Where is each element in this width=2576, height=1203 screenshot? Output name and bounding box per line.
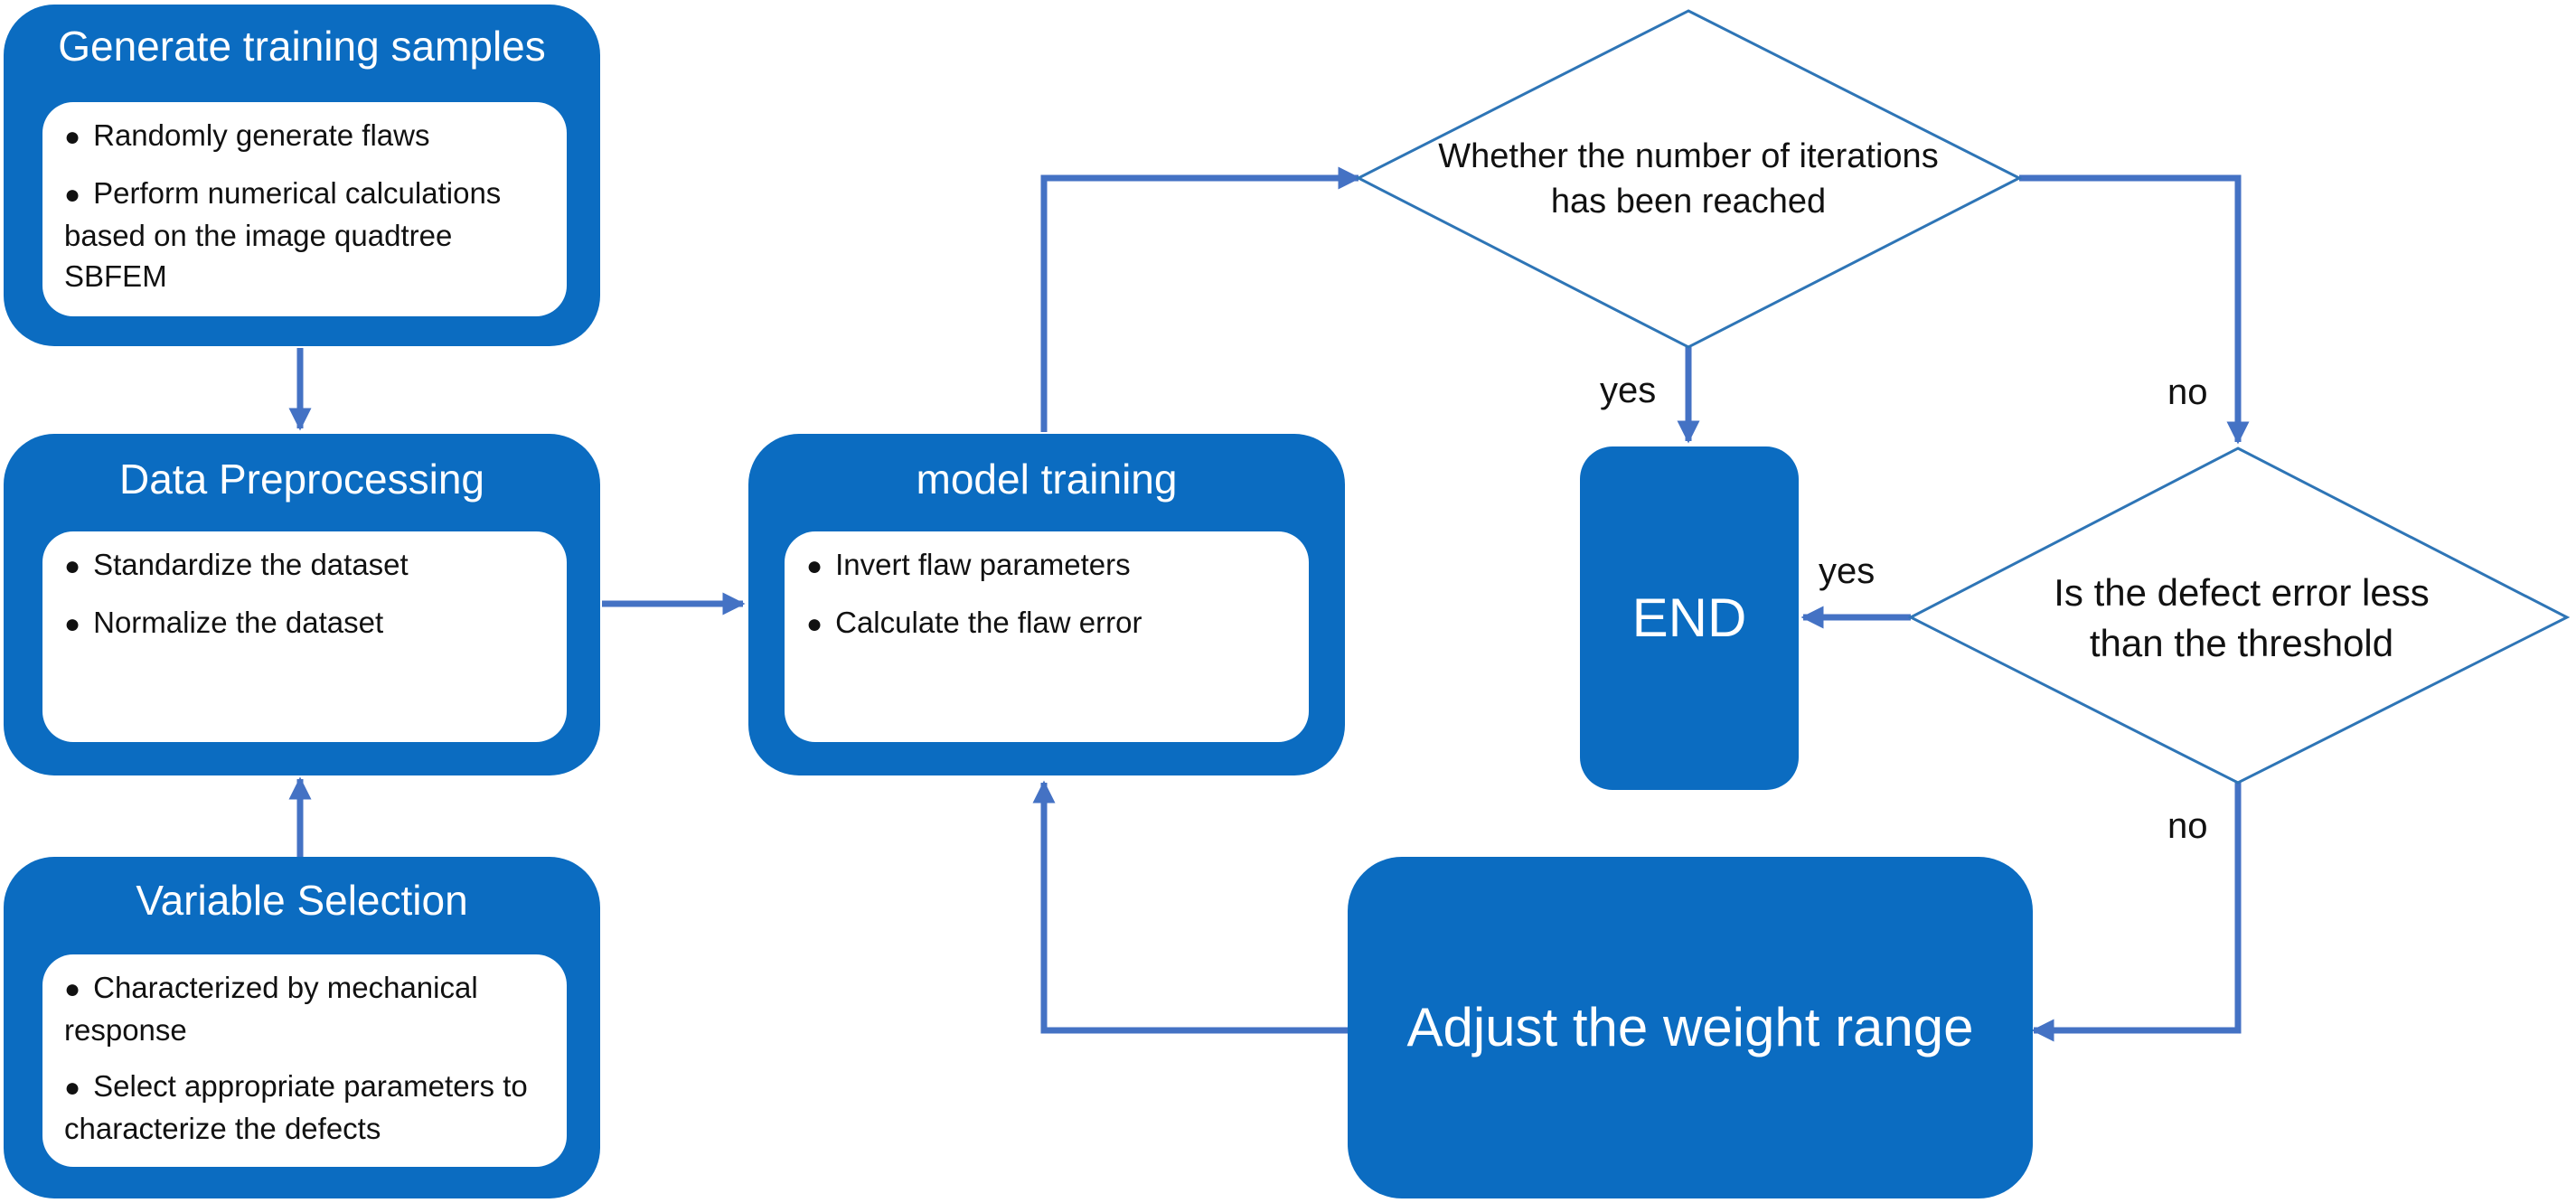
list-item: ●Select appropriate parameters to charac…: [64, 1069, 528, 1145]
bullet-icon: ●: [64, 974, 81, 1004]
model-training-title: model training: [916, 456, 1178, 503]
bullet-icon: ●: [806, 609, 823, 639]
bullet-icon: ●: [64, 122, 81, 152]
list-item: ●Invert flaw parameters: [806, 548, 1131, 581]
edge-label-defect-no: no: [2167, 806, 2208, 846]
model-training-box: model training ●Invert flaw parameters ●…: [748, 434, 1345, 775]
variable-selection-box: Variable Selection ●Characterized by mec…: [4, 857, 600, 1198]
list-item: ●Characterized by mechanical response: [64, 971, 478, 1047]
adjust-weight-range-label: Adjust the weight range: [1406, 997, 1974, 1057]
list-item: ●Randomly generate flaws: [64, 118, 430, 152]
variable-selection-title: Variable Selection: [136, 877, 468, 924]
variable-selection-content: ●Characterized by mechanical response ●S…: [42, 954, 567, 1167]
decision-defect-text: Is the defect error less than the thresh…: [2054, 571, 2430, 664]
list-item: ●Standardize the dataset: [64, 548, 409, 581]
edge-label-iterations-yes: yes: [1600, 371, 1657, 410]
edge-label-defect-yes: yes: [1819, 551, 1876, 591]
arrow-training-to-iterations: [1040, 166, 1361, 432]
decision-diamond-iterations: [1355, 9, 2023, 349]
end-label: END: [1631, 587, 1747, 648]
adjust-weight-range-box: Adjust the weight range: [1348, 857, 2033, 1198]
arrow-iterations-no-to-defect: [2019, 174, 2250, 445]
list-item: ●Perform numerical calculations based on…: [64, 176, 502, 293]
end-box: END: [1580, 446, 1799, 790]
arrow-defect-no-to-adjust: [2031, 783, 2242, 1042]
data-preprocessing-content: ●Standardize the dataset ●Normalize the …: [42, 531, 567, 742]
bullet-icon: ●: [64, 180, 81, 210]
edge-label-iterations-no: no: [2167, 372, 2208, 412]
generate-samples-title: Generate training samples: [58, 23, 546, 70]
bullet-icon: ●: [64, 551, 81, 581]
bullet-icon: ●: [64, 609, 81, 639]
bullet-icon: ●: [64, 1073, 81, 1103]
data-preprocessing-box: Data Preprocessing ●Standardize the data…: [4, 434, 600, 775]
model-training-content: ●Invert flaw parameters ●Calculate the f…: [785, 531, 1309, 742]
data-preprocessing-title: Data Preprocessing: [119, 456, 484, 503]
decision-diamond-defect: [1907, 446, 2571, 785]
decision-iterations-text: Whether the number of iterations has bee…: [1438, 137, 1939, 221]
list-item: ●Calculate the flaw error: [806, 606, 1142, 639]
generate-samples-box: Generate training samples ●Randomly gene…: [4, 5, 600, 346]
list-item: ●Normalize the dataset: [64, 606, 384, 639]
bullet-icon: ●: [806, 551, 823, 581]
arrow-adjust-to-training: [1032, 780, 1348, 1034]
generate-samples-content: ●Randomly generate flaws ●Perform numeri…: [42, 102, 567, 316]
